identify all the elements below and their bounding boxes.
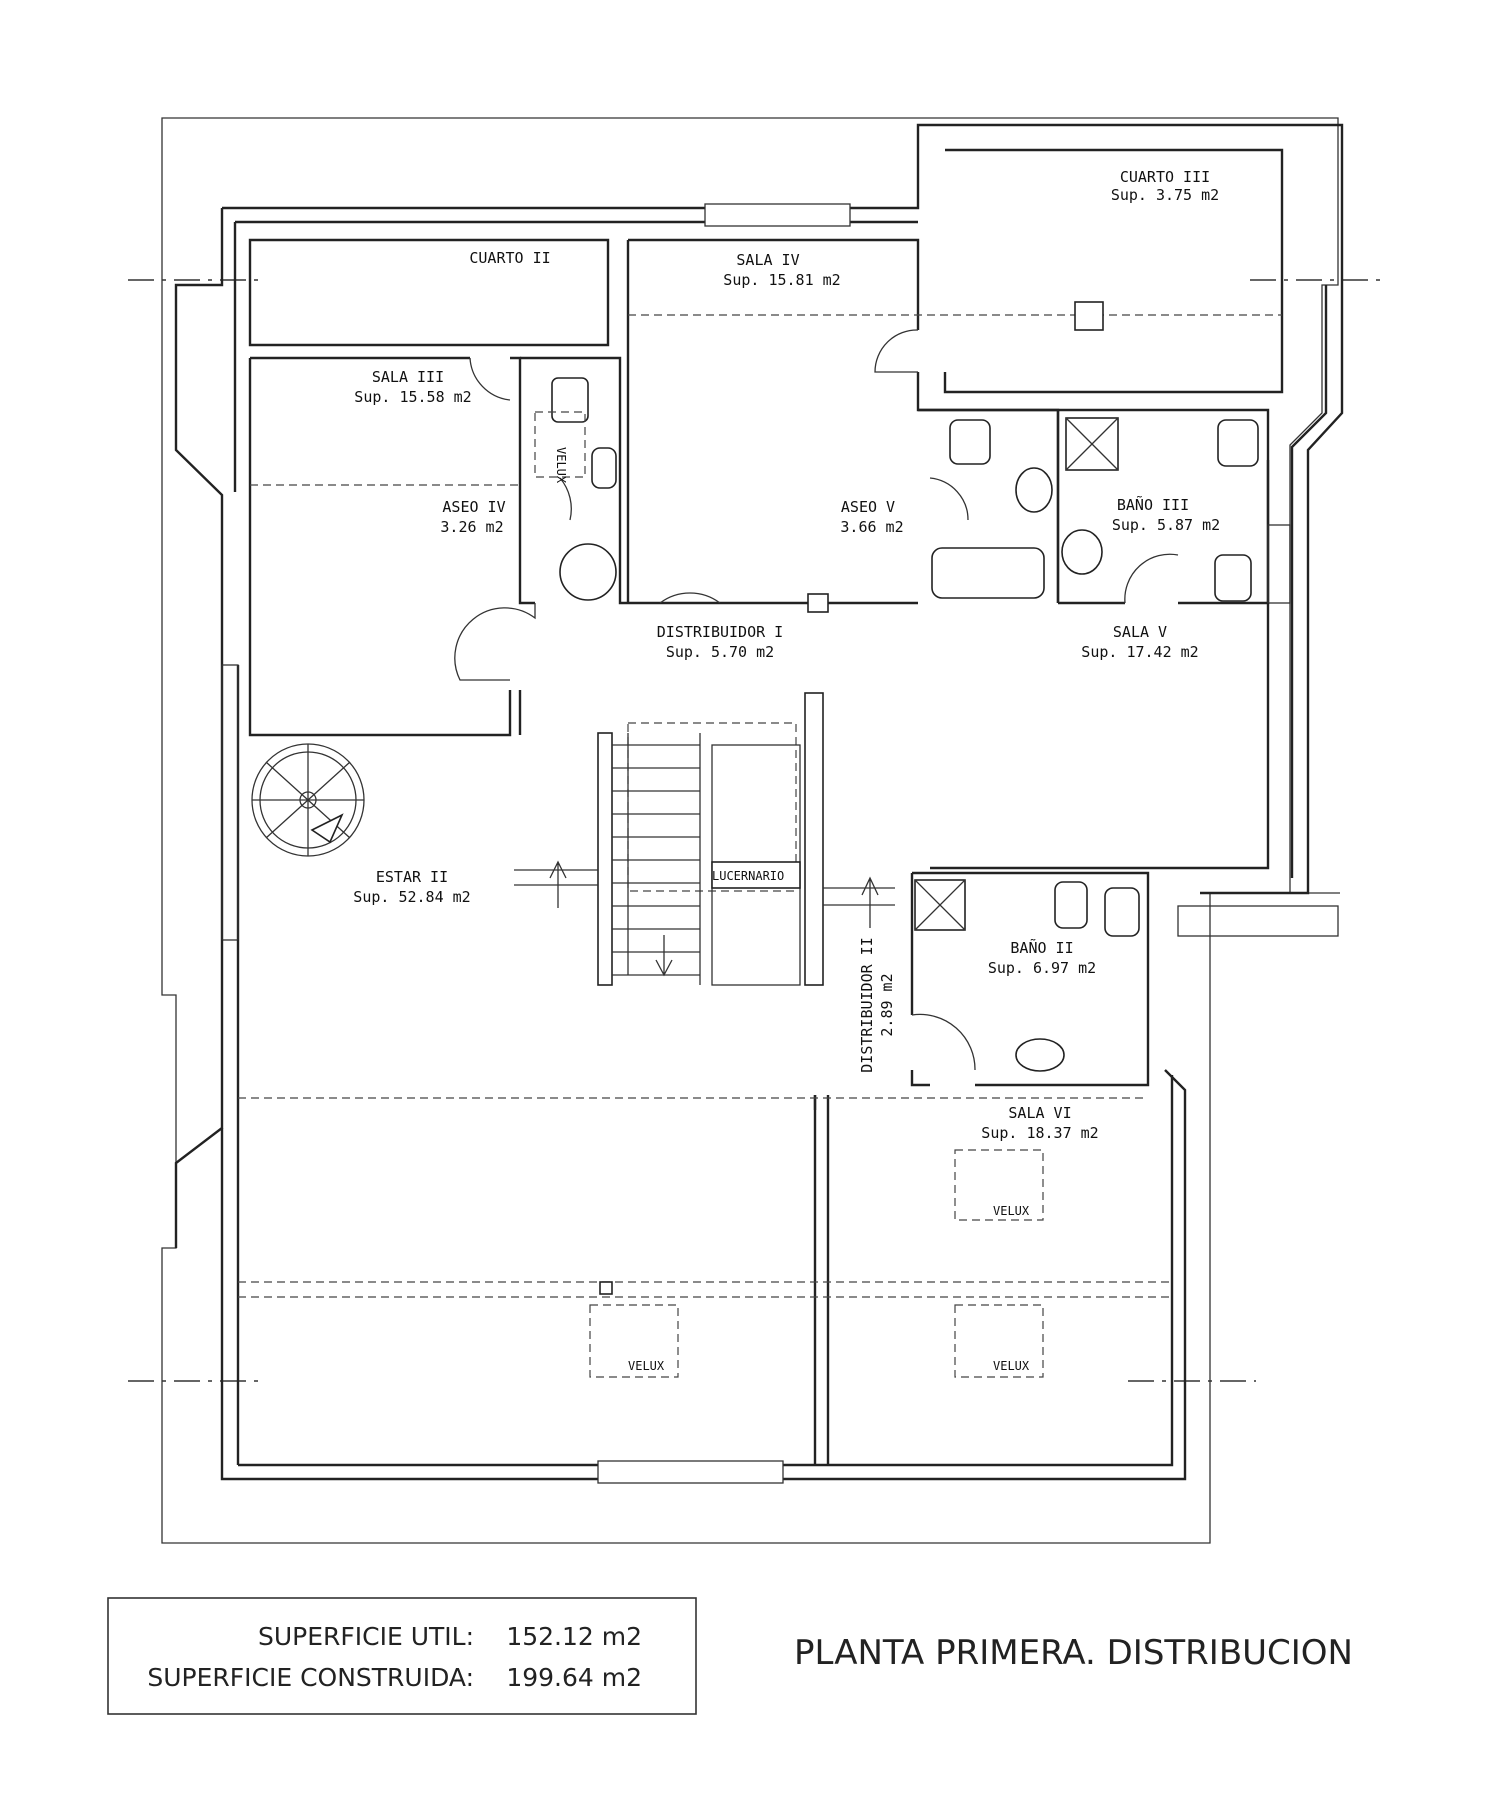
interior-walls xyxy=(248,148,1291,1465)
velux-skylights xyxy=(589,1149,1044,1378)
exterior-walls xyxy=(174,123,1344,1484)
distribuidor-i-area: Sup. 5.70 m2 xyxy=(666,643,774,661)
sala-vi-name: SALA VI xyxy=(1008,1104,1071,1122)
area-summary: SUPERFICIE UTIL: 152.12 m2 SUPERFICIE CO… xyxy=(107,1597,697,1715)
central-staircase xyxy=(514,692,895,986)
sala-iii-area: Sup. 15.58 m2 xyxy=(354,388,471,406)
spiral-staircase xyxy=(251,743,365,857)
sala-v-area: Sup. 17.42 m2 xyxy=(1081,643,1198,661)
aseo-v-name: ASEO V xyxy=(841,498,895,516)
room-labels: CUARTO II CUARTO III Sup. 3.75 m2 SALA I… xyxy=(353,168,1220,1142)
velux-label-estar: VELUX xyxy=(628,1359,665,1373)
sala-iv-area: Sup. 15.81 m2 xyxy=(723,271,840,289)
sala-vi-area: Sup. 18.37 m2 xyxy=(981,1124,1098,1142)
util-value: 152.12 m2 xyxy=(506,1622,642,1651)
fixtures xyxy=(534,301,1259,1295)
bano-ii-area: Sup. 6.97 m2 xyxy=(988,959,1096,977)
bano-iii-area: Sup. 5.87 m2 xyxy=(1112,516,1220,534)
sala-iv-name: SALA IV xyxy=(736,251,799,269)
cuarto-ii-name: CUARTO II xyxy=(469,249,550,267)
cuarto-iii-area: Sup. 3.75 m2 xyxy=(1111,186,1219,204)
estar-ii-area: Sup. 52.84 m2 xyxy=(353,888,470,906)
fixture-labels: LUCERNARIO VELUX VELUX VELUX VELUX xyxy=(554,447,1030,1373)
distribuidor-ii-area: 2.89 m2 xyxy=(878,973,896,1036)
slope-lines xyxy=(238,314,1282,1298)
velux-label-sala-vi: VELUX xyxy=(993,1204,1030,1218)
sala-v-name: SALA V xyxy=(1113,623,1167,641)
estar-ii-name: ESTAR II xyxy=(376,868,448,886)
roof-outline xyxy=(161,117,1340,1544)
doors xyxy=(454,329,1179,1071)
aseo-iv-name: ASEO IV xyxy=(442,498,505,516)
aseo-iv-area: 3.26 m2 xyxy=(440,518,503,536)
axis-lines xyxy=(128,279,1384,1382)
cuarto-iii-name: CUARTO III xyxy=(1120,168,1210,186)
aseo-v-area: 3.66 m2 xyxy=(840,518,903,536)
bano-iii-name: BAÑO III xyxy=(1117,495,1189,514)
construida-value: 199.64 m2 xyxy=(506,1663,642,1692)
distribuidor-i-name: DISTRIBUIDOR I xyxy=(657,623,783,641)
bano-ii-name: BAÑO II xyxy=(1010,938,1073,957)
sala-iii-name: SALA III xyxy=(372,368,444,386)
construida-label: SUPERFICIE CONSTRUIDA: xyxy=(147,1663,474,1692)
velux-label-sala-vi-south: VELUX xyxy=(993,1359,1030,1373)
distribuidor-ii-name: DISTRIBUIDOR II xyxy=(858,937,876,1072)
plan-title: PLANTA PRIMERA. DISTRIBUCION xyxy=(794,1633,1353,1673)
util-label: SUPERFICIE UTIL: xyxy=(258,1622,474,1651)
lucernario-label: LUCERNARIO xyxy=(712,869,784,883)
velux-label-aseo: VELUX xyxy=(554,447,568,484)
